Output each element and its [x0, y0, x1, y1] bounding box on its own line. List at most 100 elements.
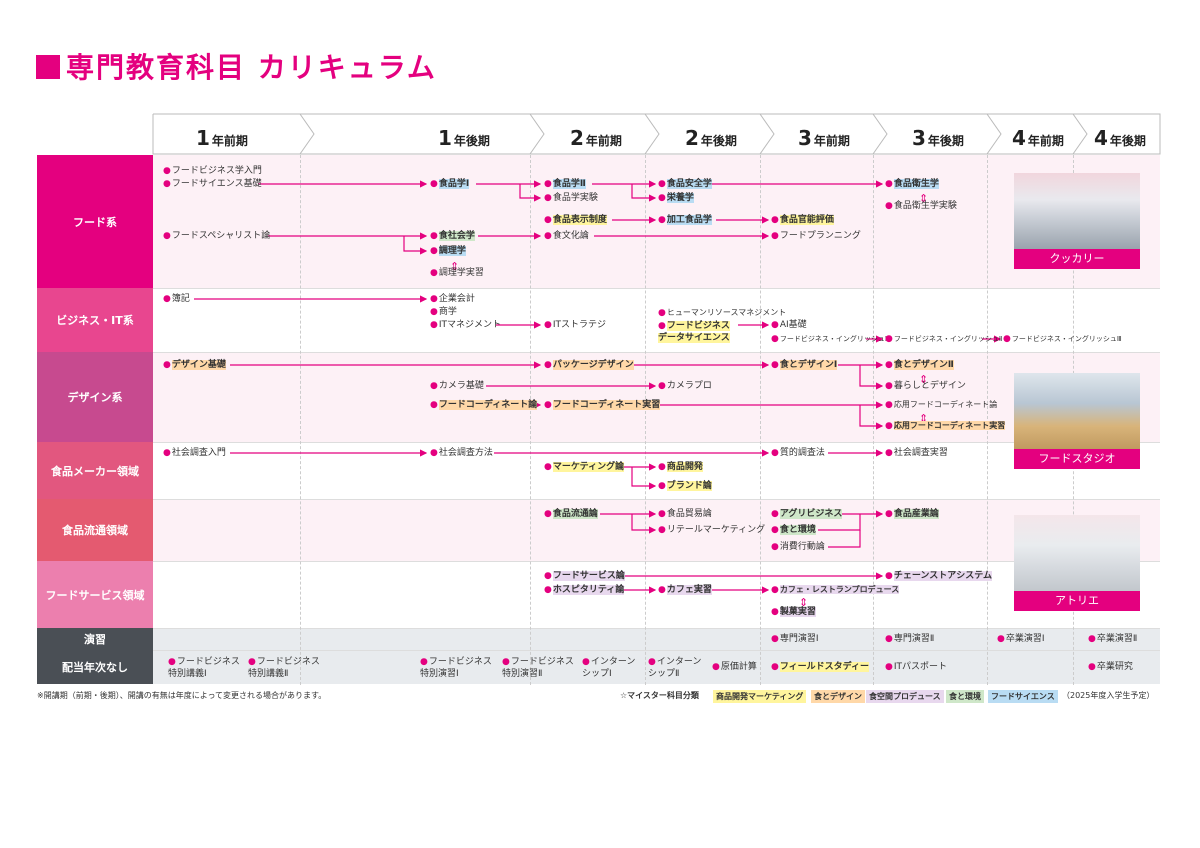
course-item: インターン シップⅡ	[648, 656, 701, 680]
course-item: フードスペシャリスト論	[163, 230, 270, 242]
course-item: フードコーディネート実習	[544, 399, 661, 411]
column-divider	[530, 155, 531, 685]
course-item: 消費行動論	[771, 541, 825, 553]
course-item: 食文化論	[544, 230, 589, 242]
course-item: 食品学実験	[544, 192, 598, 204]
course-item: フードサービス論	[544, 570, 625, 582]
course-item: 応用フードコーディネート論	[885, 399, 997, 411]
course-item: 調理学	[430, 245, 466, 257]
course-item: 食品表示制度	[544, 214, 607, 226]
legend-item: 食とデザイン	[811, 690, 865, 703]
row-divider	[37, 628, 1160, 629]
legend-item: フードサイエンス	[988, 690, 1058, 703]
row-bg-dist	[153, 499, 1160, 561]
column-divider	[300, 155, 301, 685]
row-bg-service	[153, 561, 1160, 628]
course-item: カフェ・レストランプロデュース	[771, 584, 900, 596]
course-item: ITストラテジ	[544, 319, 606, 331]
course-item: 食とデザインⅠ	[771, 359, 838, 371]
course-item: 栄養学	[658, 192, 694, 204]
legend-item: 食空間プロデュース	[866, 690, 944, 703]
row-divider	[37, 288, 1160, 289]
course-item: ブランド論	[658, 480, 712, 492]
course-item: フードビジネス 特別演習Ⅱ	[502, 656, 574, 680]
course-item: 社会調査実習	[885, 447, 948, 459]
course-item: フードビジネス 特別演習Ⅰ	[420, 656, 492, 680]
course-item: フードサイエンス基礎	[163, 178, 262, 190]
course-item: 食品衛生学	[885, 178, 939, 190]
course-item: 原価計算	[712, 661, 757, 673]
course-item: ヒューマンリソースマネジメント	[658, 307, 786, 319]
course-item: 食品貿易論	[658, 508, 712, 520]
category-practice: 演習	[37, 628, 153, 650]
course-item: ITマネジメント	[430, 319, 501, 331]
photo-studio: フードスタジオ	[1014, 373, 1140, 469]
course-item: 製菓実習	[771, 606, 816, 618]
studio-image	[1014, 373, 1140, 449]
photo-cookery: クッカリー	[1014, 173, 1140, 269]
atelier-caption: アトリエ	[1014, 591, 1140, 611]
legend-title: ☆マイスター科目分類	[620, 691, 699, 700]
category-food: フード系	[37, 155, 153, 288]
course-item: 簿記	[163, 293, 190, 305]
course-item: 食とデザインⅡ	[885, 359, 954, 371]
course-item: リテールマーケティング	[658, 524, 765, 536]
course-item: カフェ実習	[658, 584, 712, 596]
course-item: 社会調査方法	[430, 447, 493, 459]
course-item: 卒業演習Ⅰ	[997, 633, 1045, 645]
course-item: 加工食品学	[658, 214, 712, 226]
legend-item: 食と環境	[946, 690, 984, 703]
column-divider	[873, 155, 874, 685]
course-item: 卒業演習Ⅱ	[1088, 633, 1137, 645]
course-item: マーケティング論	[544, 461, 625, 473]
category-service: フードサービス領域	[37, 561, 153, 628]
course-item: 応用フードコーディネート実習	[885, 420, 1006, 432]
legend-note: （2025年度入学生予定）	[1062, 691, 1155, 700]
course-item: 専門演習Ⅱ	[885, 633, 934, 645]
category-design: デザイン系	[37, 352, 153, 442]
course-item: 商学	[430, 306, 457, 318]
row-divider	[37, 442, 1160, 443]
course-item: フードプランニング	[771, 230, 861, 242]
page-title: 専門教育科目 カリキュラム	[36, 46, 437, 86]
row-bg-design	[153, 352, 1160, 442]
course-item: ホスピタリティ論	[544, 584, 625, 596]
course-item: フードビジネス・イングリッシュⅡ	[885, 333, 1002, 345]
course-item: AI基礎	[771, 319, 807, 331]
course-item: フードビジネス学入門	[163, 165, 262, 177]
footnote: ※開講期（前期・後期）、開講の有無は年度によって変更される場合があります。	[37, 691, 327, 700]
course-item: フードビジネス・イングリッシュⅢ	[1003, 333, 1122, 345]
studio-caption: フードスタジオ	[1014, 449, 1140, 469]
row-divider	[37, 352, 1160, 353]
course-item: フードビジネス・イングリッシュⅠ	[771, 333, 887, 345]
cookery-caption: クッカリー	[1014, 249, 1140, 269]
course-item: 食品流通論	[544, 508, 598, 520]
title-square-icon	[36, 55, 60, 79]
course-item: 卒業研究	[1088, 661, 1133, 673]
photo-atelier: アトリエ	[1014, 515, 1140, 611]
title-text: 専門教育科目 カリキュラム	[66, 51, 437, 84]
category-maker: 食品メーカー領域	[37, 442, 153, 499]
row-bg-maker	[153, 442, 1160, 499]
atelier-image	[1014, 515, 1140, 591]
course-item: インターン シップⅠ	[582, 656, 635, 680]
row-divider	[37, 561, 1160, 562]
course-item: 食社会学	[430, 230, 475, 242]
course-item: 調理学実習	[430, 267, 484, 279]
course-item: 専門演習Ⅰ	[771, 633, 819, 645]
course-item: 食品安全学	[658, 178, 712, 190]
row-bg-food	[153, 155, 1160, 288]
course-item: 企業会計	[430, 293, 475, 305]
course-item: ITパスポート	[885, 661, 947, 673]
category-biz: ビジネス・IT系	[37, 288, 153, 352]
course-item: パッケージデザイン	[544, 359, 634, 371]
course-item: 食と環境	[771, 524, 816, 536]
